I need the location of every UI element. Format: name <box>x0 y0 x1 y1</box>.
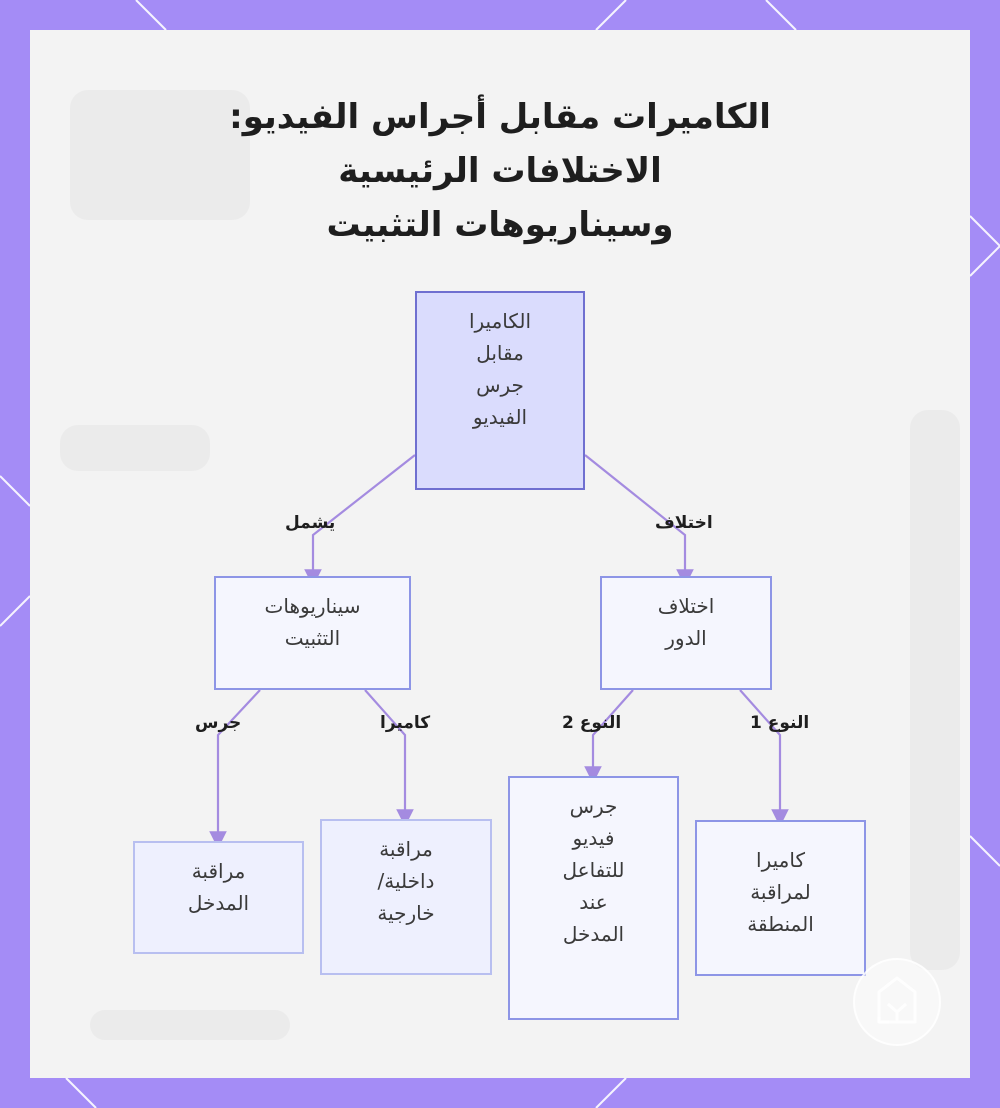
node-label: اختلاف الدور <box>657 594 715 650</box>
title-line: الكاميرات مقابل أجراس الفيديو: <box>229 97 771 137</box>
background-shape <box>70 90 250 220</box>
edge-installation-indoor <box>364 689 414 827</box>
background-shape <box>910 410 960 970</box>
diagram-title: الكاميرات مقابل أجراس الفيديو: الاختلافا… <box>30 90 970 252</box>
node-label: جرس فيديو للتفاعل عند المدخل <box>562 794 625 946</box>
edge-root-role <box>584 454 694 587</box>
edge-label-type2: النوع 2 <box>562 713 622 733</box>
node-role-difference: اختلاف الدور <box>600 576 772 690</box>
connector-lines <box>209 454 789 849</box>
edge-label-camera: كاميرا <box>380 713 431 733</box>
background-shape <box>60 425 210 471</box>
node-label: مراقبة المدخل <box>187 859 250 915</box>
node-entry-monitoring: مراقبة المدخل <box>133 841 304 954</box>
node-label: سيناريوهات التثبيت <box>264 594 361 650</box>
node-indoor-outdoor-monitoring: مراقبة داخلية/ خارجية <box>320 819 492 975</box>
edge-role-area <box>739 689 789 827</box>
title-line: وسيناريوهات التثبيت <box>326 205 674 245</box>
edge-label-difference: اختلاف <box>655 513 713 533</box>
background-shape <box>90 1010 290 1040</box>
edge-root-installation <box>304 454 416 587</box>
edge-label-doorbell: جرس <box>195 713 242 733</box>
home-shield-icon <box>853 958 941 1046</box>
node-doorbell-interaction: جرس فيديو للتفاعل عند المدخل <box>508 776 679 1020</box>
node-area-camera: كاميرا لمراقبة المنطقة <box>695 820 866 976</box>
edge-role-doorbell <box>584 689 634 784</box>
title-line: الاختلافات الرئيسية <box>338 151 662 191</box>
node-camera-vs-doorbell: الكاميرا مقابل جرس الفيديو <box>415 291 585 490</box>
edge-label-includes: يشمل <box>285 513 336 533</box>
node-label: مراقبة داخلية/ خارجية <box>377 837 435 925</box>
edge-label-type1: النوع 1 <box>750 713 810 733</box>
edge-installation-entry <box>209 689 261 849</box>
content-panel: الكاميرات مقابل أجراس الفيديو: الاختلافا… <box>30 30 970 1078</box>
node-label: الكاميرا مقابل جرس الفيديو <box>468 309 532 429</box>
node-installation-scenarios: سيناريوهات التثبيت <box>214 576 411 690</box>
node-label: كاميرا لمراقبة المنطقة <box>747 848 814 936</box>
